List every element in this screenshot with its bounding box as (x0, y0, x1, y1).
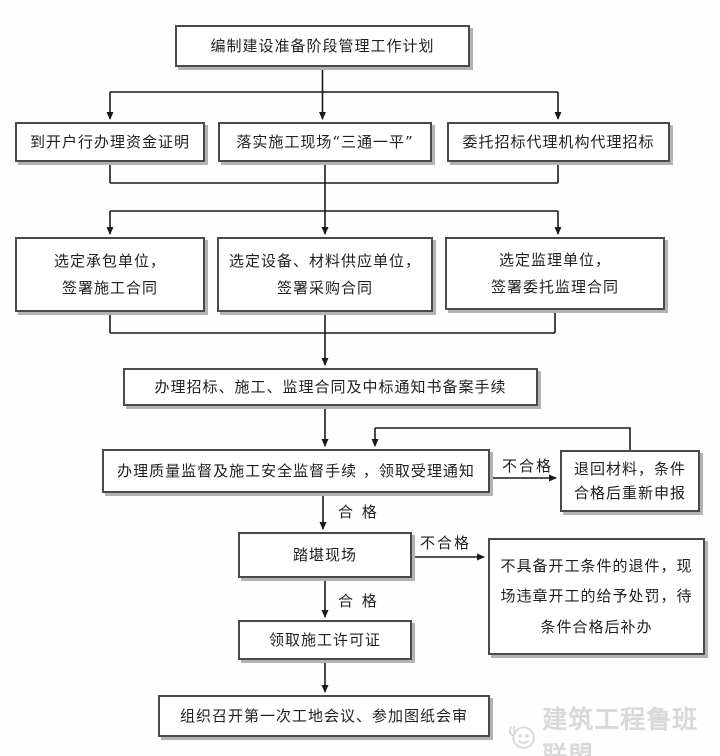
node-first-meeting-label: 组织召开第一次工地会议、参加图纸会审 (179, 706, 468, 725)
label-pass-after-quality: 合 格 (338, 503, 379, 521)
node-fund-cert: 到开户行办理资金证明 (15, 122, 205, 162)
node-quality-check-label: 办理质量监督及施工安全监督手续 ，领取受理通知 (117, 461, 475, 480)
label-fail-after-quality: 不合格 (502, 457, 554, 475)
node-supervisor-line1: 选定监理单位， (498, 250, 611, 269)
node-supervisor: 选定监理单位， 签署委托监理合同 (445, 237, 665, 310)
node-supervisor-line2: 签署委托监理合同 (490, 277, 619, 296)
watermark-text: 建筑工程鲁班联盟 (542, 705, 699, 756)
node-bid-agency: 委托招标代理机构代理招标 (447, 122, 670, 162)
node-permit: 领取施工许可证 (238, 620, 412, 660)
node-reject-handling-line3: 条件合格后补办 (540, 617, 653, 636)
node-contractor-line2: 签署施工合同 (61, 279, 158, 298)
node-filing: 办理招标、施工、监理合同及中标通知书备案手续 (123, 368, 538, 406)
smiley-face-logo-icon (508, 725, 535, 749)
node-plan: 编制建设准备阶段管理工作计划 (175, 25, 470, 67)
edge-row2-merge (109, 162, 559, 212)
node-bid-agency-label: 委托招标代理机构代理招标 (462, 132, 655, 151)
node-supplier-line2: 签署采购合同 (276, 279, 373, 298)
label-pass-after-visit: 合 格 (338, 592, 379, 610)
node-reject-handling-line1: 不具备开工条件的退件，现 (500, 557, 693, 576)
node-reject-handling: 不具备开工条件的退件，现 场违章开工的给予处罚，待 条件合格后补办 (488, 538, 705, 655)
edge-plan-branch (110, 67, 558, 93)
node-quality-check: 办理质量监督及施工安全监督手续 ，领取受理通知 (102, 449, 490, 493)
node-first-meeting: 组织召开第一次工地会议、参加图纸会审 (158, 695, 490, 737)
node-contractor: 选定承包单位， 签署施工合同 (15, 237, 205, 312)
node-reject-handling-line2: 场违章开工的给予处罚，待 (500, 587, 693, 606)
node-site-visit-label: 踏堪现场 (292, 545, 357, 564)
node-return-materials: 退回材料，条件 合格后重新申报 (560, 450, 700, 512)
watermark: 建筑工程鲁班联盟 (504, 700, 720, 756)
label-fail-after-visit: 不合格 (420, 534, 472, 552)
edge-row3-merge (109, 310, 556, 334)
node-supplier-line1: 选定设备、材料供应单位， (228, 251, 421, 270)
edge-return-loop (375, 427, 631, 450)
node-return-materials-line1: 退回材料，条件 (573, 460, 686, 479)
node-permit-label: 领取施工许可证 (268, 630, 381, 649)
node-site-visit: 踏堪现场 (238, 532, 412, 578)
node-return-materials-line2: 合格后重新申报 (573, 483, 686, 502)
node-plan-label: 编制建设准备阶段管理工作计划 (210, 36, 435, 55)
node-site-prep: 落实施工现场“三通一平” (218, 122, 432, 162)
node-fund-cert-label: 到开户行办理资金证明 (29, 132, 190, 151)
node-site-prep-label: 落实施工现场“三通一平” (236, 132, 414, 151)
node-supplier: 选定设备、材料供应单位， 签署采购合同 (217, 237, 433, 312)
node-contractor-line1: 选定承包单位， (53, 251, 166, 270)
node-filing-label: 办理招标、施工、监理合同及中标通知书备案手续 (154, 377, 507, 396)
